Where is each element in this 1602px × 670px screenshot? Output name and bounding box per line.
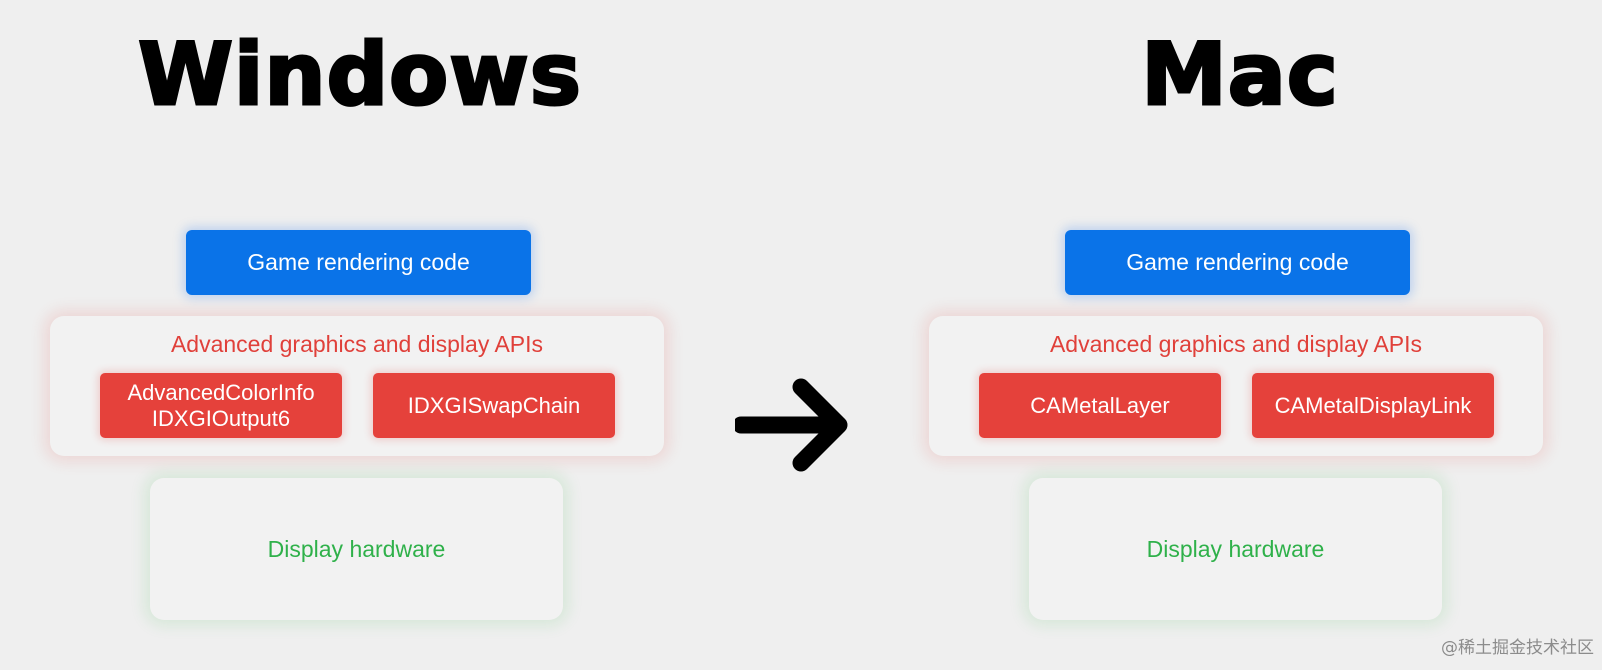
mac-api-item-line: CAMetalDisplayLink xyxy=(1274,392,1472,418)
mac-api-title: Advanced graphics and display APIs xyxy=(1049,331,1423,357)
windows-game-rendering-label: Game rendering code xyxy=(247,249,470,275)
windows-api-item-line: AdvancedColorInfo xyxy=(127,379,315,405)
mac-display-hardware-label: Display hardware xyxy=(1146,535,1325,562)
windows-api-item-advancedcolorinfo: AdvancedColorInfo IDXGIOutput6 xyxy=(100,373,342,438)
watermark: @稀土掘金技术社区 xyxy=(1441,638,1594,658)
mac-api-box: Advanced graphics and display APIs CAMet… xyxy=(929,316,1543,456)
mac-api-item-cametaldisplaylink: CAMetalDisplayLink xyxy=(1252,373,1494,438)
mac-game-rendering-label: Game rendering code xyxy=(1126,249,1349,275)
windows-display-hardware-label: Display hardware xyxy=(267,535,446,562)
windows-api-title: Advanced graphics and display APIs xyxy=(170,331,544,357)
windows-api-item-swapchain: IDXGISwapChain xyxy=(373,373,615,438)
windows-api-item-line: IDXGISwapChain xyxy=(407,392,581,418)
windows-display-hardware-box: Display hardware xyxy=(150,478,563,620)
mac-display-hardware-box: Display hardware xyxy=(1029,478,1442,620)
windows-api-box: Advanced graphics and display APIs Advan… xyxy=(50,316,664,456)
mac-api-item-cametallayer: CAMetalLayer xyxy=(979,373,1221,438)
mac-api-item-line: CAMetalLayer xyxy=(1030,392,1170,418)
windows-stack: Game rendering code Advanced graphics an… xyxy=(50,0,670,670)
mac-game-rendering-box: Game rendering code xyxy=(1065,230,1410,295)
windows-heading: Windows xyxy=(137,24,583,127)
mac-heading: Mac xyxy=(1140,24,1340,127)
mac-stack: Game rendering code Advanced graphics an… xyxy=(929,0,1549,670)
windows-api-item-line: IDXGIOutput6 xyxy=(151,405,291,431)
windows-game-rendering-box: Game rendering code xyxy=(186,230,531,295)
right-arrow-icon xyxy=(735,378,848,472)
